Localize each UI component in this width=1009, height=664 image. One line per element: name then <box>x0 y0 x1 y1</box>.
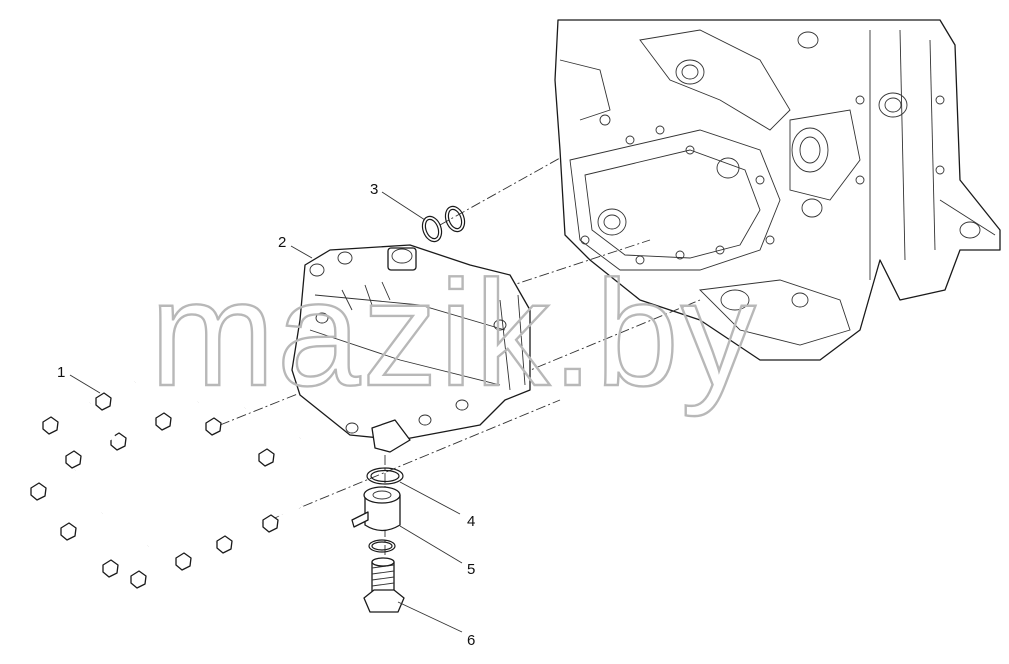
o-ring-pair <box>421 205 466 243</box>
bolt-set <box>30 380 303 589</box>
watermark-text: mazik.by <box>150 249 758 417</box>
bolt <box>216 521 263 554</box>
bolt <box>42 401 91 435</box>
callout-5: 5 <box>467 561 475 578</box>
bolt <box>175 540 217 571</box>
callout-4: 4 <box>467 513 475 530</box>
hollow-bolt <box>363 557 405 613</box>
bolt <box>102 544 149 578</box>
bolt <box>65 434 116 469</box>
seal-ring-upper <box>366 467 404 485</box>
callout-2: 2 <box>278 234 286 251</box>
callout-6: 6 <box>467 632 475 649</box>
bolt <box>110 418 156 451</box>
bolt <box>258 436 301 467</box>
oil-cooler-housing <box>291 244 531 453</box>
callout-3: 3 <box>370 181 378 198</box>
banjo-fitting <box>351 486 401 553</box>
bolt <box>95 380 136 411</box>
engine-block <box>554 19 1001 361</box>
bolt <box>130 556 177 589</box>
bolt <box>205 406 246 436</box>
leader-lines <box>69 191 463 633</box>
bolt <box>155 400 199 431</box>
callout-1: 1 <box>57 364 65 381</box>
bolt <box>60 511 103 541</box>
bolt <box>262 503 303 533</box>
bolt <box>30 468 76 501</box>
